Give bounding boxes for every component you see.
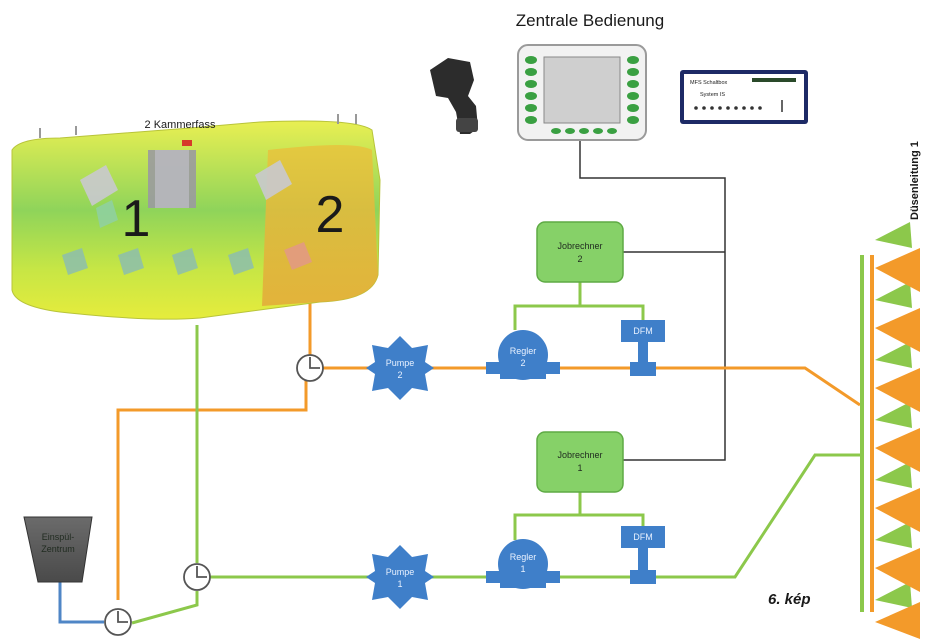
switch-box-system: System IS: [700, 92, 725, 98]
jobrechner-2-title: Jobrechner: [557, 241, 602, 251]
blue-supply-line: [58, 582, 104, 624]
pumpe-1-number: 1: [397, 579, 402, 589]
nozzle-boom: [860, 222, 920, 639]
switch-box: MFS Schaltbox System IS: [680, 70, 808, 124]
control-terminal: [517, 44, 647, 141]
valve-middle: [183, 563, 211, 591]
pumpe-2-number: 2: [397, 370, 402, 380]
diagram-title: Zentrale Bedienung: [516, 11, 664, 30]
chamber-2-number: 2: [316, 186, 345, 244]
boom-label: Düsenleitung 1: [909, 141, 921, 220]
einspuel-zentrum: Einspül- Zentrum: [23, 516, 93, 583]
valve-upper: [296, 354, 324, 382]
dfm-1: DFM: [621, 526, 665, 584]
valve-lower: [104, 608, 132, 636]
regler-1-number: 1: [520, 564, 525, 574]
figure-caption: 6. kép: [768, 591, 811, 608]
control-wiring: [579, 140, 726, 461]
pumpe-2: Pumpe 2: [366, 336, 434, 400]
dfm-1-label: DFM: [633, 532, 653, 542]
joystick-icon: [430, 58, 478, 134]
switch-box-brand: MFS Schaltbox: [690, 80, 728, 86]
dfm-2-label: DFM: [633, 326, 653, 336]
jobrechner-1-box: Jobrechner 1: [536, 431, 624, 493]
tank-label: 2 Kammerfass: [145, 119, 216, 131]
jobrechner-1-title: Jobrechner: [557, 450, 602, 460]
chamber-1-number: 1: [122, 190, 151, 248]
dfm-2: DFM: [621, 320, 665, 376]
regler-2: Regler 2: [486, 330, 560, 380]
jobrechner-2-number: 2: [577, 254, 582, 264]
jobrechner-1-number: 1: [577, 463, 582, 473]
regler-2-title: Regler: [510, 346, 537, 356]
einspuel-line-1: Einspül-: [42, 532, 75, 542]
regler-1-title: Regler: [510, 552, 537, 562]
pumpe-2-title: Pumpe: [386, 358, 415, 368]
two-chamber-tank: [11, 114, 381, 320]
pumpe-1: Pumpe 1: [366, 545, 434, 609]
regler-1: Regler 1: [486, 539, 560, 589]
regler-2-number: 2: [520, 358, 525, 368]
einspuel-line-2: Zentrum: [41, 544, 75, 554]
pumpe-1-title: Pumpe: [386, 567, 415, 577]
jobrechner-2-box: Jobrechner 2: [536, 221, 624, 283]
